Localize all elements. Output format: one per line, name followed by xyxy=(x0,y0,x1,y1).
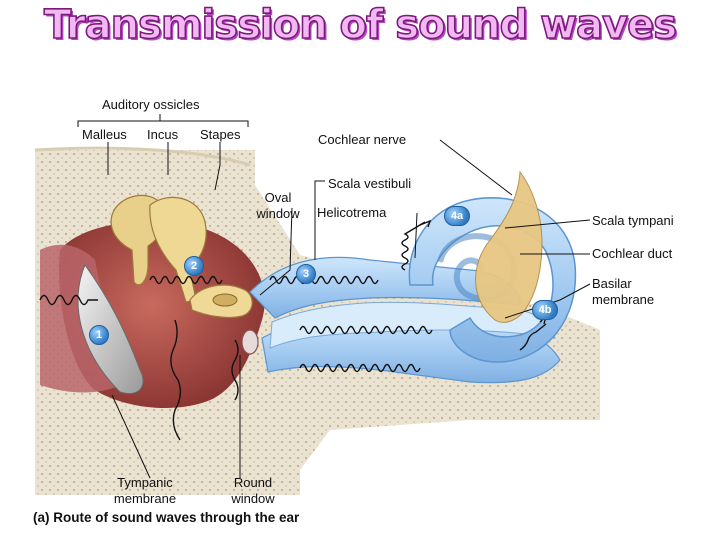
stapes-footplate xyxy=(212,293,238,307)
label-cochlear-duct: Cochlear duct xyxy=(592,246,673,261)
label-incus: Incus xyxy=(147,127,179,142)
label-oval-window-line2: window xyxy=(256,206,300,221)
label-basilar-membrane: Basilar membrane xyxy=(592,276,654,308)
label-tympanic-membrane: Tympanic membrane xyxy=(105,475,185,507)
label-basilar-membrane-line2: membrane xyxy=(592,292,655,307)
label-helicotrema: Helicotrema xyxy=(317,205,387,220)
page-title: Transmission of sound waves xyxy=(43,1,678,49)
bone-upper-ridge xyxy=(34,146,251,167)
cochlea-spiral-outer xyxy=(408,197,577,363)
step-marker-4b: 4b xyxy=(532,300,558,320)
label-cochlear-nerve: Cochlear nerve xyxy=(318,132,407,147)
step-marker-1: 1 xyxy=(89,325,109,345)
label-malleus: Malleus xyxy=(82,127,127,142)
label-tympanic-membrane-line1: Tympanic xyxy=(117,475,173,490)
label-auditory-ossicles: Auditory ossicles xyxy=(102,97,200,112)
label-stapes: Stapes xyxy=(200,127,241,142)
label-round-window-line1: Round xyxy=(233,475,273,490)
sound-waves xyxy=(39,219,548,441)
round-window-shape xyxy=(241,329,259,355)
label-scala-tympani: Scala tympani xyxy=(592,213,674,228)
cochlear-nerve-bundle xyxy=(475,170,543,323)
label-tympanic-membrane-line2: membrane xyxy=(113,491,177,506)
step-marker-2: 2 xyxy=(184,256,204,276)
label-round-window: Round window xyxy=(222,475,284,507)
step-marker-3: 3 xyxy=(296,264,316,284)
label-oval-window-line1: Oval xyxy=(264,190,292,205)
tympanic-membrane-shape xyxy=(77,263,144,394)
label-basilar-membrane-line1: Basilar xyxy=(592,276,632,291)
step-marker-4a: 4a xyxy=(444,206,470,226)
label-round-window-line2: window xyxy=(231,491,275,506)
label-scala-vestibuli: Scala vestibuli xyxy=(328,176,412,191)
label-oval-window: Oval window xyxy=(252,190,304,222)
figure-caption: (a) Route of sound waves through the ear xyxy=(33,510,300,525)
leader-lines xyxy=(77,114,591,479)
